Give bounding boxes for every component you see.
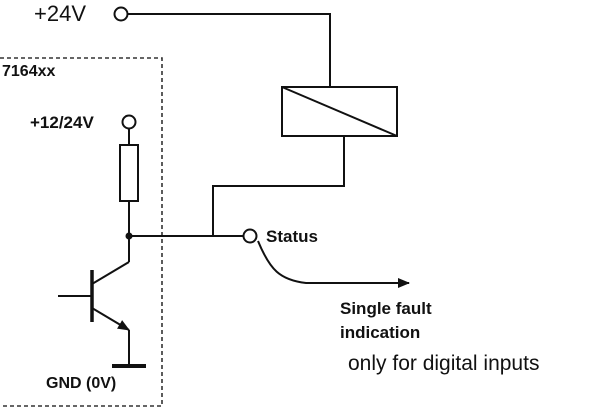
resistor-icon <box>119 144 139 202</box>
npn-transistor-icon <box>58 236 130 365</box>
label-supply-12-24v: +12/24V <box>30 113 94 132</box>
terminal-12-24v-icon[interactable] <box>121 114 137 130</box>
module-boundary <box>0 57 163 407</box>
label-digital-inputs-note: only for digital inputs <box>348 352 540 375</box>
arrow-icon <box>257 240 410 288</box>
terminal-status-icon[interactable] <box>242 228 258 244</box>
label-status: Status <box>266 227 318 246</box>
relay-coil-icon <box>281 86 398 137</box>
label-module-name: 7164xx <box>2 63 56 80</box>
label-indication: indication <box>340 323 421 342</box>
terminal-24v-icon[interactable] <box>113 6 129 22</box>
wire-relay-to-node <box>212 136 345 236</box>
label-single-fault: Single fault <box>340 299 432 318</box>
wire-24v-to-relay <box>127 13 331 87</box>
label-ground: GND (0V) <box>46 375 117 392</box>
label-supply-24v: +24V <box>34 1 86 26</box>
